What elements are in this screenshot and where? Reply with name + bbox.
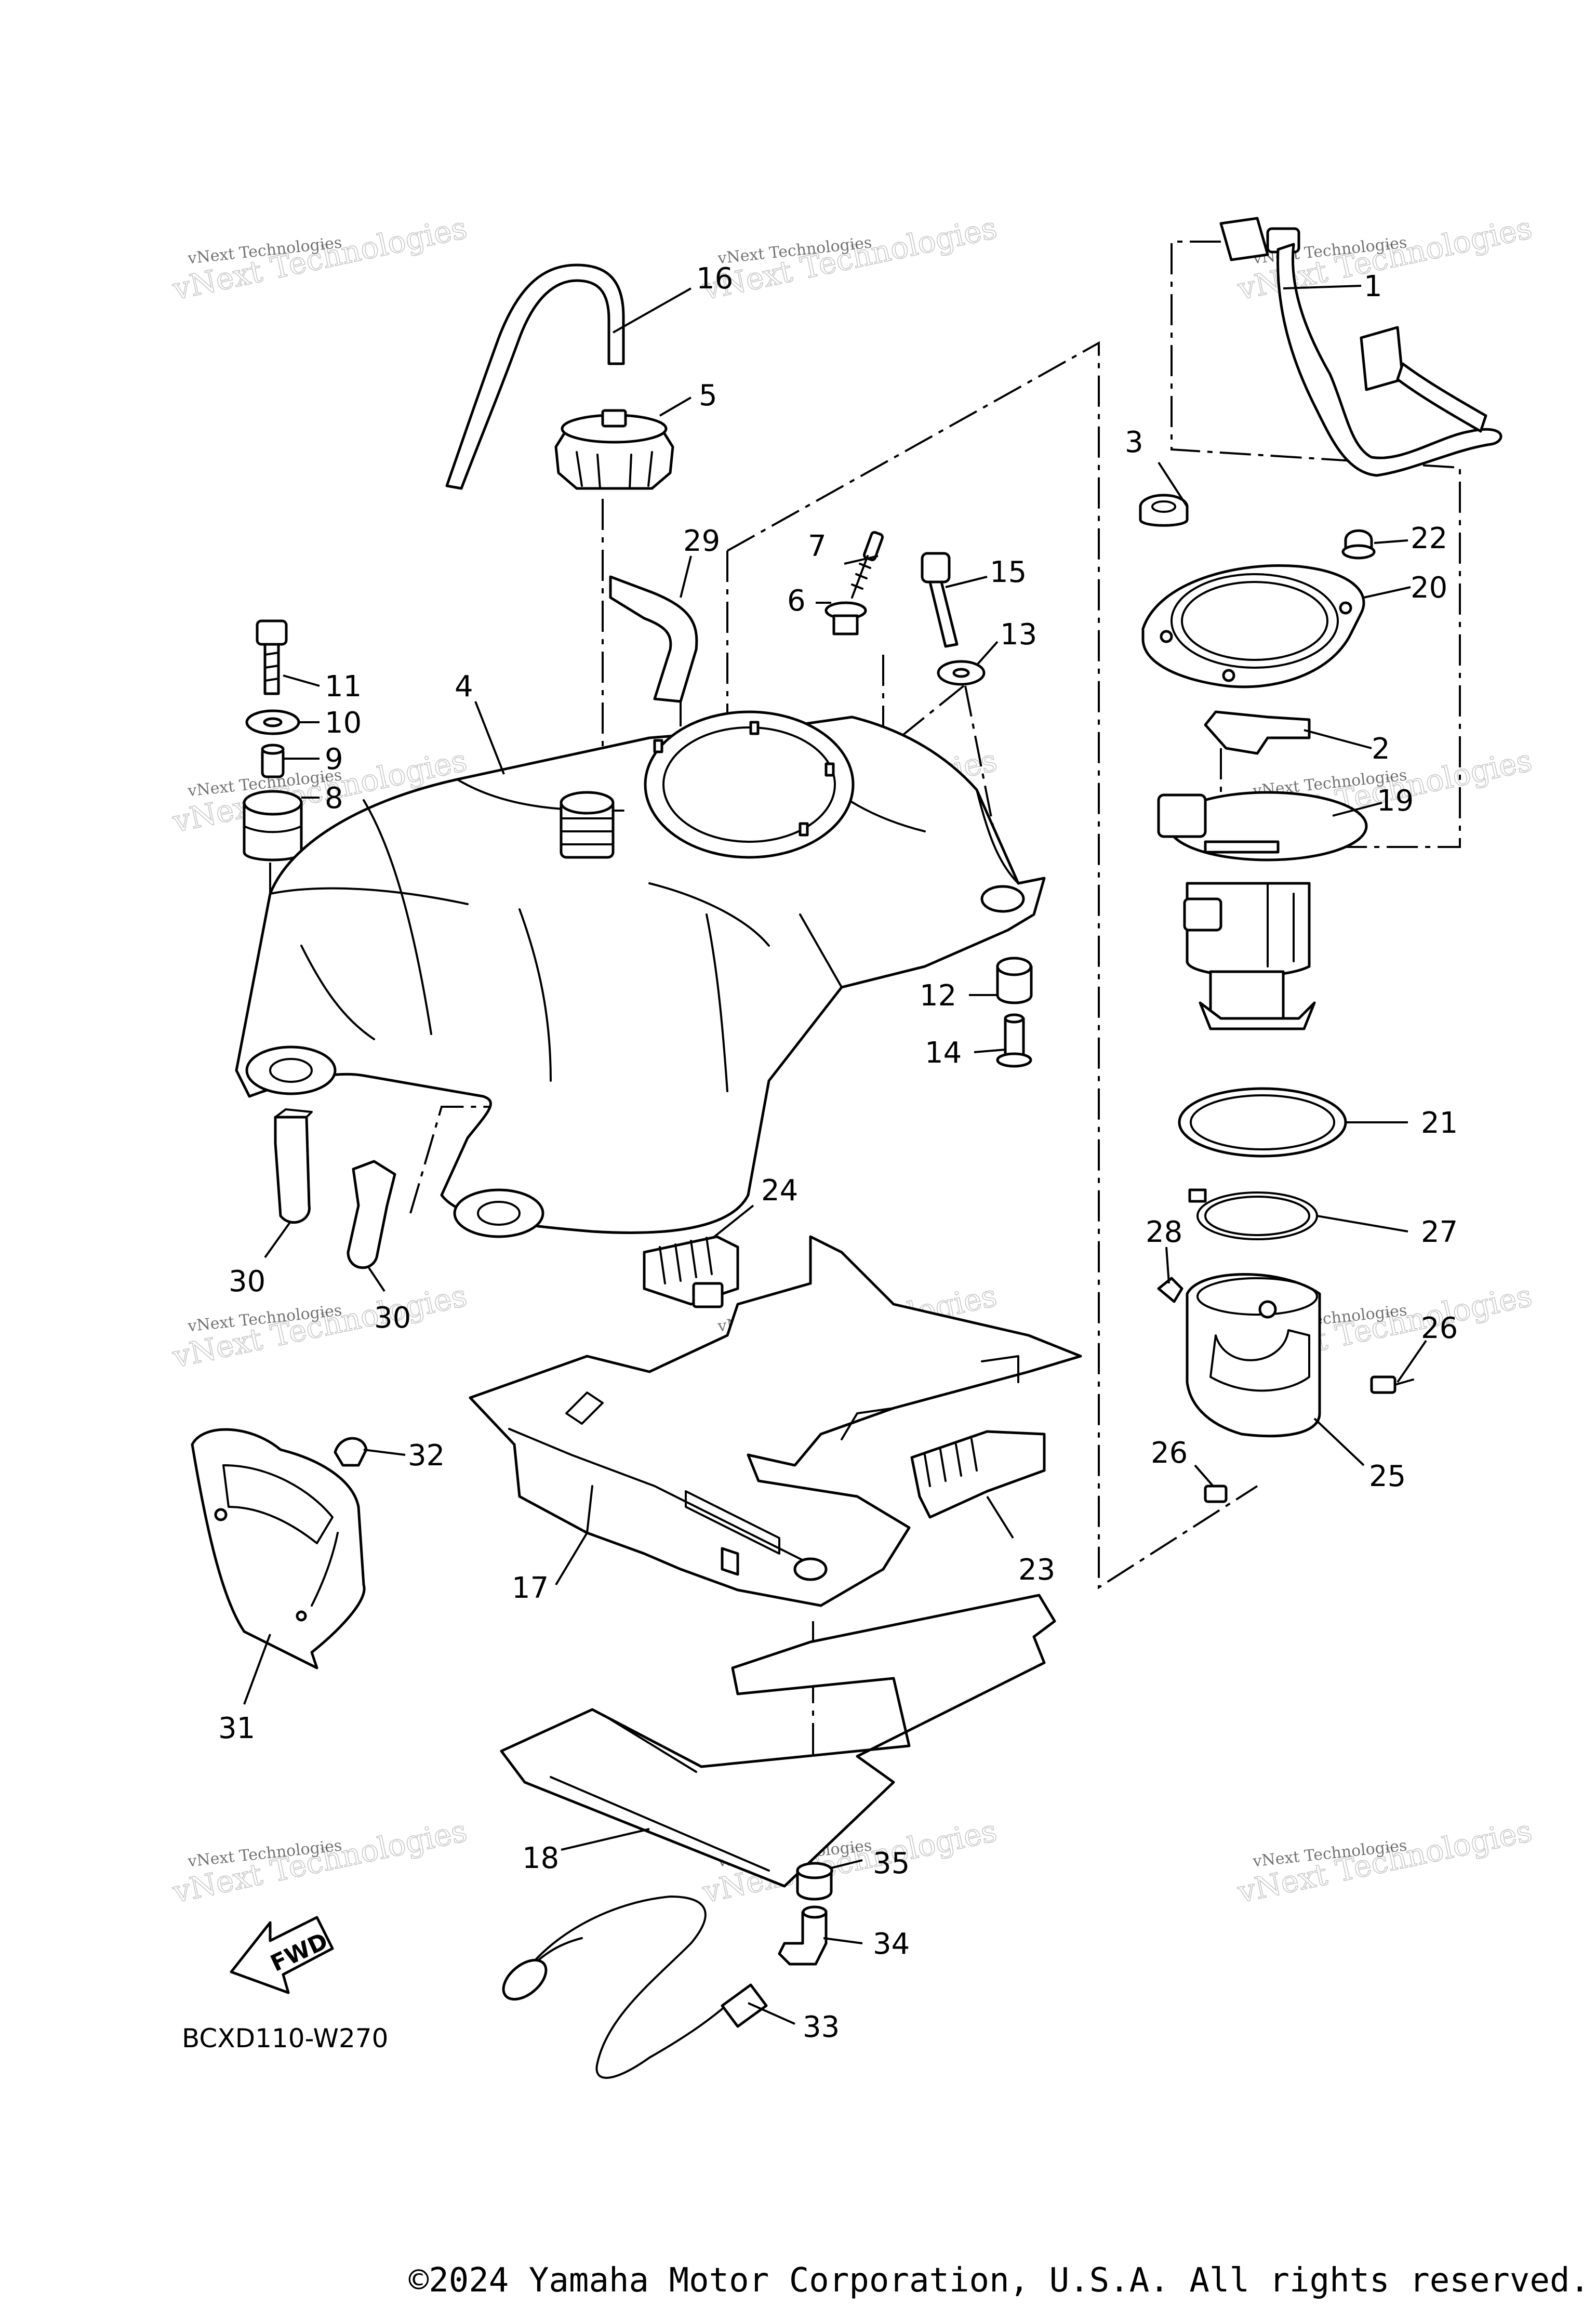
part-35-grommet (796, 1862, 833, 1901)
part-20-plate (1141, 564, 1365, 688)
callout-3: 3 (1125, 426, 1143, 459)
part-22-nut (1341, 529, 1376, 560)
callout-1: 1 (1364, 270, 1382, 303)
part-24-connector (643, 1235, 739, 1308)
part-13-washer (937, 660, 986, 686)
part-11-bolt (256, 619, 288, 695)
part-31-guard (191, 1428, 366, 1669)
callout-2: 2 (1372, 732, 1390, 766)
part-30-pad-right (347, 1160, 396, 1269)
part-7-screw (851, 531, 884, 599)
watermark: vNext Technologies vNext Technologies (169, 1277, 470, 1375)
callout-13: 13 (1000, 618, 1037, 652)
part-23-connector (910, 1430, 1046, 1519)
callout-17: 17 (512, 1571, 549, 1605)
watermark: vNext Technologies vNext Technologies (699, 209, 1000, 307)
callout-14: 14 (925, 1036, 962, 1070)
diagram-code: BCXD110-W270 (182, 2023, 388, 2053)
callout-20: 20 (1411, 571, 1447, 605)
part-1-fuel-hose-assy (1219, 217, 1502, 477)
callout-30a: 30 (229, 1265, 265, 1298)
callout-30b: 30 (374, 1301, 411, 1335)
part-2-bracket (1204, 710, 1311, 755)
fwd-arrow-icon: FWD (230, 1916, 334, 1994)
callout-16: 16 (696, 262, 733, 296)
callout-26b: 26 (1151, 1436, 1188, 1470)
watermark: vNext Technologies vNext Technologies (1234, 1812, 1535, 1910)
callout-5: 5 (699, 379, 717, 413)
part-29-pad (609, 575, 698, 703)
part-25-protector (1186, 1273, 1321, 1438)
callout-19: 19 (1377, 784, 1414, 818)
callout-21: 21 (1421, 1106, 1458, 1140)
callout-labels: 1 2 3 4 5 6 7 8 9 10 11 12 13 14 15 16 1… (218, 262, 1458, 2044)
callout-18: 18 (522, 1841, 559, 1875)
part-8-damper (243, 790, 303, 862)
part-27-clamp (1188, 1188, 1318, 1240)
callout-9: 9 (325, 743, 343, 776)
callout-6: 6 (787, 584, 806, 618)
part-18-sheet (500, 1594, 1056, 1888)
part-5-fuel-cap (554, 409, 674, 490)
part-4-fuel-tank (235, 710, 1046, 1238)
callout-10: 10 (325, 706, 362, 740)
part-15-bolt (921, 552, 959, 648)
part-33-hose (502, 1896, 768, 2079)
callout-4: 4 (455, 670, 473, 704)
part-26-screw-upper (1370, 1375, 1414, 1394)
part-32-clip (334, 1437, 368, 1467)
leader-lines (243, 285, 1427, 2025)
callout-29: 29 (683, 524, 720, 558)
part-19-fuel-pump (1157, 791, 1368, 1030)
copyright-notice: ©2024 Yamaha Motor Corporation, U.S.A. A… (409, 2261, 1590, 2300)
callout-15: 15 (990, 555, 1027, 589)
callout-8: 8 (325, 781, 343, 815)
callout-27: 27 (1421, 1215, 1458, 1249)
part-28-clip (1157, 1277, 1183, 1303)
callout-24: 24 (761, 1174, 798, 1208)
part-6-damper (824, 601, 867, 635)
part-3-grommet (1139, 494, 1189, 527)
part-16-breather-hose (445, 263, 625, 490)
callout-32: 32 (408, 1439, 445, 1473)
callout-25: 25 (1369, 1460, 1406, 1493)
part-10-washer (245, 709, 300, 735)
part-9-collar (261, 744, 285, 778)
part-30-pad-left (274, 1108, 313, 1224)
watermark: vNext Technologies vNext Technologies (169, 209, 470, 307)
callout-35: 35 (873, 1847, 910, 1880)
part-34-joint (778, 1905, 828, 1966)
watermark: vNext Technologies vNext Technologies (169, 1812, 470, 1910)
part-26-screw-lower (1204, 1485, 1228, 1503)
callout-31: 31 (218, 1712, 255, 1745)
part-21-o-ring (1178, 1087, 1347, 1158)
part-12-grommet (996, 957, 1033, 1004)
callout-23: 23 (1018, 1553, 1055, 1587)
callout-28: 28 (1146, 1215, 1182, 1249)
callout-11: 11 (325, 670, 362, 704)
callout-12: 12 (920, 979, 956, 1013)
callout-33: 33 (803, 2010, 840, 2044)
part-14-collar (996, 1013, 1032, 1068)
callout-7: 7 (808, 529, 827, 563)
part-17-cover (469, 1235, 1082, 1607)
callout-22: 22 (1411, 522, 1447, 555)
callout-26a: 26 (1421, 1311, 1458, 1345)
callout-34: 34 (873, 1927, 910, 1961)
